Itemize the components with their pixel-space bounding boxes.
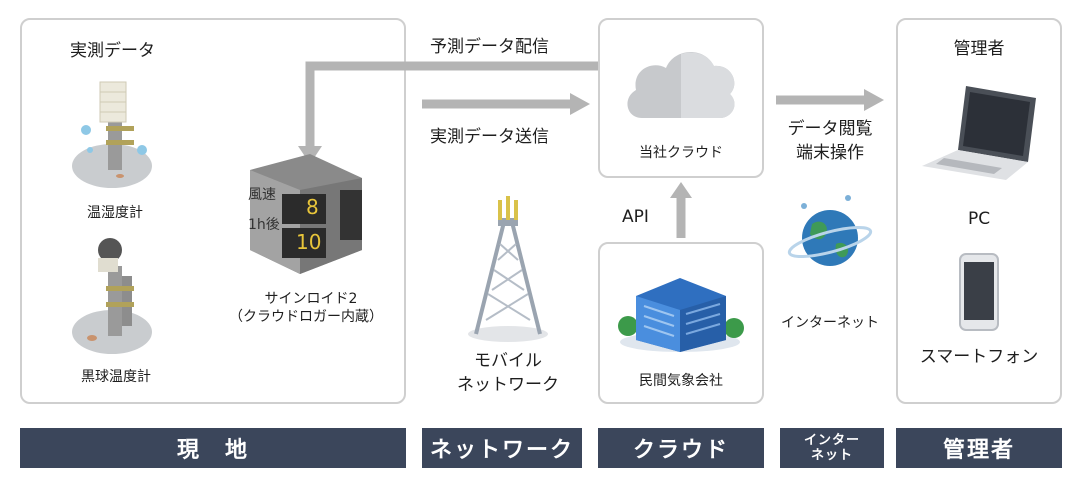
pc-label: PC xyxy=(967,209,991,229)
own-cloud-label: 当社クラウド xyxy=(639,145,723,161)
cloud-icon xyxy=(627,51,735,118)
access-label-line2: 端末操作 xyxy=(796,143,864,163)
access-label-line1: データ閲覧 xyxy=(787,119,873,139)
internet-label: インターネット xyxy=(781,315,879,331)
site-title: 実測データ xyxy=(70,41,155,61)
admin-title: 管理者 xyxy=(953,39,1005,59)
api-label: API xyxy=(622,207,649,227)
smartphone-label: スマートフォン xyxy=(919,347,1039,367)
weather-building-icon xyxy=(618,278,744,352)
band-network: ネットワーク xyxy=(422,428,582,468)
globe-icon xyxy=(787,195,873,266)
measured-send-label: 実測データ送信 xyxy=(430,127,549,147)
weather-company-label: 民間気象会社 xyxy=(639,373,723,389)
signage-label-line1: サインロイド2 xyxy=(264,291,358,307)
signage-row2-value: 10 xyxy=(296,230,322,254)
signage-row1-label: 風速 xyxy=(248,187,276,203)
mobile-tower-icon xyxy=(468,196,548,342)
band-internet-line2: ネット xyxy=(810,448,853,463)
band-internet-line1: インター xyxy=(803,433,860,448)
laptop-icon xyxy=(922,86,1036,180)
smartphone-icon xyxy=(959,253,999,331)
signage-label-line2: （クラウドロガー内蔵） xyxy=(229,309,383,325)
admin-panel xyxy=(896,18,1062,404)
thermo-hygrometer-icon xyxy=(72,81,152,188)
band-admin: 管理者 xyxy=(896,428,1062,468)
mobile-network-label-line1: モバイル xyxy=(474,351,542,371)
band-site: 現 地 xyxy=(20,428,406,468)
band-internet: インター ネット xyxy=(780,428,884,468)
mobile-network-label-line2: ネットワーク xyxy=(457,375,559,395)
signage-row1-value: 8 xyxy=(306,195,319,219)
thermo-hygrometer-label: 温湿度計 xyxy=(87,205,143,221)
signage-row2-label: 1h後 xyxy=(248,217,280,233)
forecast-delivery-label: 予測データ配信 xyxy=(430,37,549,57)
signage-device xyxy=(250,154,362,274)
band-cloud: クラウド xyxy=(598,428,764,468)
globe-thermometer-icon xyxy=(72,238,152,354)
globe-thermometer-label: 黒球温度計 xyxy=(81,369,151,385)
